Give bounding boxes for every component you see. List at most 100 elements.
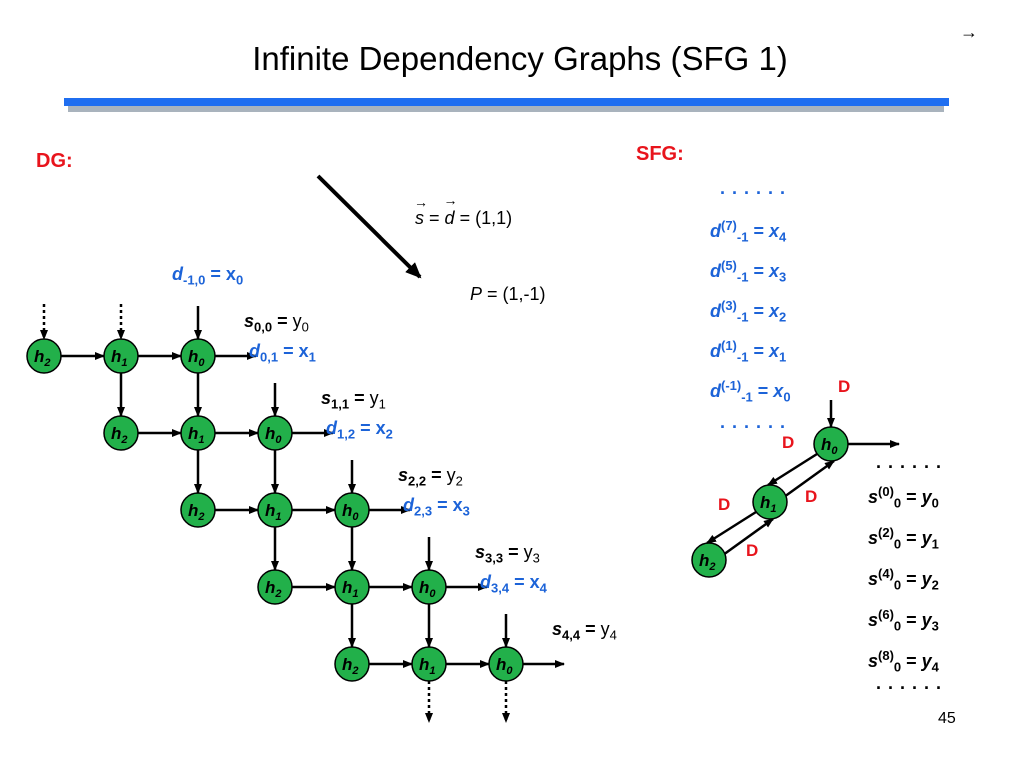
- dg-node-r0-h1[interactable]: h1: [103, 338, 139, 374]
- sfg-node-h2[interactable]: h2: [691, 542, 727, 578]
- y-symbol: y: [921, 487, 932, 507]
- dg-node-r3-h2-text: h2: [265, 578, 282, 600]
- dg-node-r1-h2-index: 2: [120, 434, 127, 446]
- s-symbol: s: [868, 487, 879, 507]
- corner-arrow-icon[interactable]: →: [960, 22, 978, 42]
- dg-node-r0-h2-text: h2: [34, 347, 51, 369]
- dg-node-r1-h2-circle: [103, 415, 139, 451]
- dg-node-r1-h1-text: h1: [188, 424, 205, 446]
- dg-node-r1-h1-circle: [180, 415, 216, 451]
- dg-node-r3-h2-index: 2: [274, 588, 281, 600]
- dg-node-r2-h2-index: 2: [197, 511, 204, 523]
- d-symbol: d: [172, 264, 183, 284]
- dg-input-label-r3: d2,3 = x3: [403, 495, 470, 519]
- d-index: 0,1: [260, 349, 279, 365]
- dg-edges: [40, 174, 565, 723]
- y-index: 0: [301, 319, 309, 335]
- sfg-edge-h1-h0: [783, 459, 835, 499]
- d-superscript: (5): [721, 258, 737, 273]
- dg-node-r4-h2[interactable]: h2: [334, 646, 370, 682]
- sfg-node-h1-letter: h: [760, 493, 770, 512]
- dg-input-label-r1: d0,1 = x1: [249, 341, 316, 365]
- dg-node-r0-h0-index: 0: [198, 357, 205, 369]
- dg-node-r2-h1-text: h1: [265, 501, 282, 523]
- s-superscript: (2): [878, 525, 894, 540]
- dg-node-r1-h0[interactable]: h0: [257, 415, 293, 451]
- d-superscript: (1): [721, 338, 737, 353]
- dg-node-r0-h2-index: 2: [43, 357, 50, 369]
- dg-node-r3-h2-circle: [257, 569, 293, 605]
- x-index: 2: [778, 309, 787, 325]
- dg-node-r2-h0-index: 0: [352, 511, 359, 523]
- dg-node-r1-h0-circle: [257, 415, 293, 451]
- d-symbol: d: [710, 261, 721, 281]
- sfg-node-h1-circle: [752, 484, 788, 520]
- dg-output-label-r0: s0,0 = y0: [244, 311, 309, 335]
- dg-node-r0-h0[interactable]: h0: [180, 338, 216, 374]
- dg-node-r2-h1-letter: h: [265, 501, 275, 520]
- x-symbol: x: [225, 264, 236, 284]
- y-index: 4: [609, 627, 617, 643]
- sfg-edge-h2-h1: [722, 517, 774, 557]
- dg-node-r2-h1[interactable]: h1: [257, 492, 293, 528]
- dg-node-r0-h1-text: h1: [111, 347, 128, 369]
- dg-node-r2-h0[interactable]: h0: [334, 492, 370, 528]
- dg-node-r3-h2[interactable]: h2: [257, 569, 293, 605]
- dg-node-r3-h2-letter: h: [265, 578, 275, 597]
- s-superscript: (8): [878, 648, 894, 663]
- s-index: 2,2: [408, 473, 427, 489]
- y-index: 4: [931, 659, 939, 675]
- dg-node-r4-h2-letter: h: [342, 655, 352, 674]
- delay-label-3: D: [718, 495, 730, 514]
- d-index: -1,0: [183, 272, 206, 288]
- dg-node-r2-h2[interactable]: h2: [180, 492, 216, 528]
- dg-node-r4-h0-letter: h: [496, 655, 506, 674]
- x-symbol: x: [768, 341, 779, 361]
- dg-output-label-r3: s3,3 = y3: [475, 542, 540, 566]
- dg-node-r4-h1[interactable]: h1: [411, 646, 447, 682]
- sfg-input-entry-4: d(-1)-1 = x0: [710, 378, 791, 405]
- dg-label: DG:: [36, 150, 73, 172]
- dg-node-r2-h2-text: h2: [188, 501, 205, 523]
- y-symbol: y: [600, 619, 610, 639]
- dg-node-r3-h0[interactable]: h0: [411, 569, 447, 605]
- dg-node-r0-h2-circle: [26, 338, 62, 374]
- x-index: 1: [308, 349, 316, 365]
- y-index: 3: [931, 618, 939, 634]
- s-symbol: s: [398, 465, 409, 485]
- dg-node-r3-h1-circle: [334, 569, 370, 605]
- x-symbol: x: [768, 261, 779, 281]
- dg-node-r3-h1[interactable]: h1: [334, 569, 370, 605]
- p-symbol: P: [470, 284, 483, 304]
- sfg-node-h1[interactable]: h1: [752, 484, 788, 520]
- d-index: -1: [736, 349, 749, 365]
- dg-node-r4-h2-index: 2: [351, 665, 358, 677]
- sfg-output-entry-2: s(4)0 = y2: [868, 566, 939, 593]
- d-index: -1: [736, 309, 749, 325]
- dg-node-r0-h2[interactable]: h2: [26, 338, 62, 374]
- delay-label-0: D: [838, 377, 850, 396]
- dg-node-r1-h1[interactable]: h1: [180, 415, 216, 451]
- s-symbol: s: [868, 569, 879, 589]
- dg-node-r4-h0-circle: [488, 646, 524, 682]
- s-superscript: (4): [878, 566, 894, 581]
- dg-node-r1-h2[interactable]: h2: [103, 415, 139, 451]
- dg-node-r1-h0-index: 0: [275, 434, 282, 446]
- d-vector-arrow: →: [443, 192, 458, 208]
- dg-node-r1-h1-letter: h: [188, 424, 198, 443]
- title-rule-shadow: [68, 104, 944, 112]
- d-symbol: d: [480, 572, 491, 592]
- dg-node-r4-h0[interactable]: h0: [488, 646, 524, 682]
- p-value: = (1,-1): [487, 284, 546, 304]
- sfg-label: SFG:: [636, 143, 684, 165]
- sfg-output-entry-4: s(8)0 = y4: [868, 648, 939, 675]
- sfg-node-h0-text: h0: [821, 435, 838, 457]
- title-rule: [64, 98, 949, 112]
- sfg-node-h0[interactable]: h0: [813, 426, 849, 462]
- s-index: 1,1: [331, 396, 350, 412]
- s-index: 4,4: [562, 627, 581, 643]
- d-index: -1: [741, 389, 753, 405]
- sfg-node-h2-text: h2: [699, 551, 716, 573]
